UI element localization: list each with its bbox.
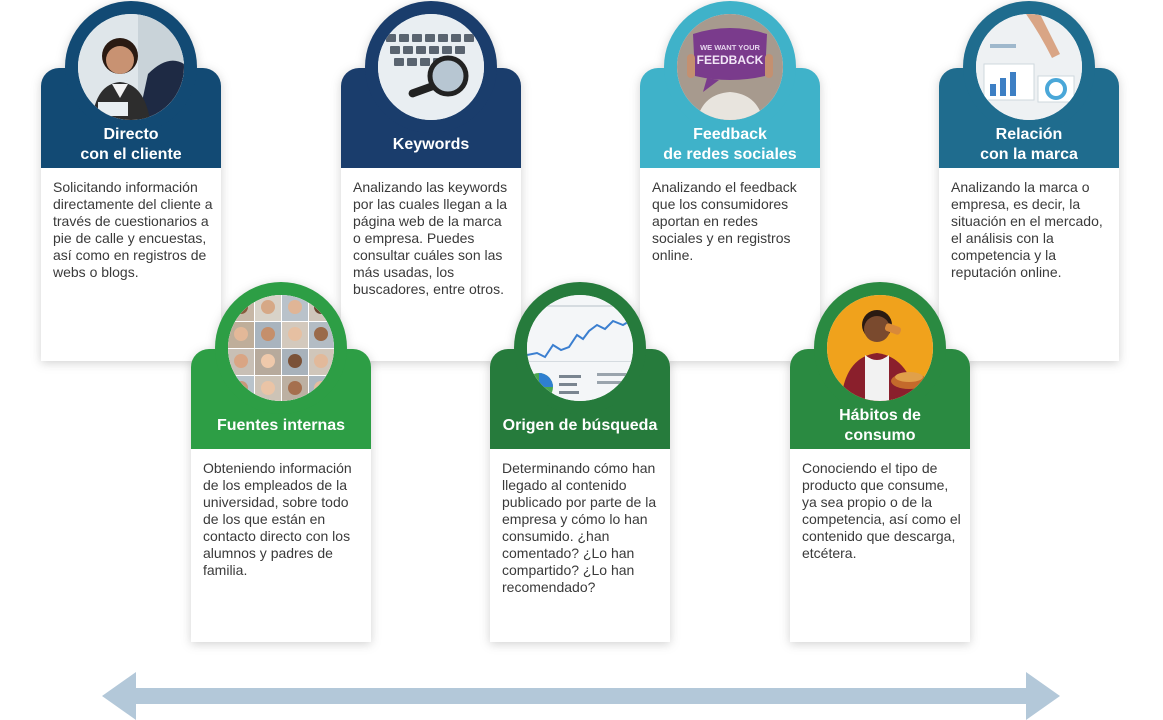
card-text: Conociendo el tipo de producto que consu… — [802, 460, 961, 561]
feedback-sign-small: WE WANT YOUR — [700, 43, 760, 52]
card-title: Origen de búsqueda — [502, 416, 658, 434]
feedback-sign-big: FEEDBACK — [697, 53, 764, 67]
hand-chart-photo — [976, 14, 1082, 120]
card-body: Analizando el feedback que los consumido… — [640, 168, 820, 361]
card-body: Analizando las keywords por las cuales l… — [341, 168, 521, 361]
double-arrow-icon — [102, 672, 1060, 720]
analytics-screen-photo — [527, 295, 633, 401]
card-body: Analizando la marca o empresa, es decir,… — [939, 168, 1119, 361]
video-grid-photo — [228, 295, 334, 401]
card-title: Directo con el cliente — [80, 125, 182, 163]
person-photo — [78, 14, 184, 120]
man-eating-photo — [827, 295, 933, 401]
card-title: Keywords — [392, 135, 470, 153]
card-text: Solicitando información directamente del… — [53, 179, 213, 280]
card-body: Determinando cómo han llegado al conteni… — [490, 449, 670, 642]
card-title: Feedback de redes sociales — [663, 125, 797, 163]
card-text: Analizando el feedback que los consumido… — [652, 179, 797, 263]
card-text: Obteniendo información de los empleados … — [203, 460, 352, 578]
card-title: Relación con la marca — [980, 125, 1078, 163]
card-body: Solicitando información directamente del… — [41, 168, 221, 361]
card-title: Hábitos de consumo — [839, 406, 921, 444]
feedback-sign-photo: WE WANT YOUR FEEDBACK — [677, 14, 783, 120]
card-title: Fuentes internas — [216, 416, 346, 434]
card-body: Obteniendo información de los empleados … — [191, 449, 371, 642]
card-text: Analizando la marca o empresa, es decir,… — [951, 179, 1103, 280]
card-text: Analizando las keywords por las cuales l… — [353, 179, 508, 297]
card-text: Determinando cómo han llegado al conteni… — [502, 460, 657, 595]
keyboard-magnifier-photo — [378, 14, 484, 120]
card-body: Conociendo el tipo de producto que consu… — [790, 449, 970, 642]
